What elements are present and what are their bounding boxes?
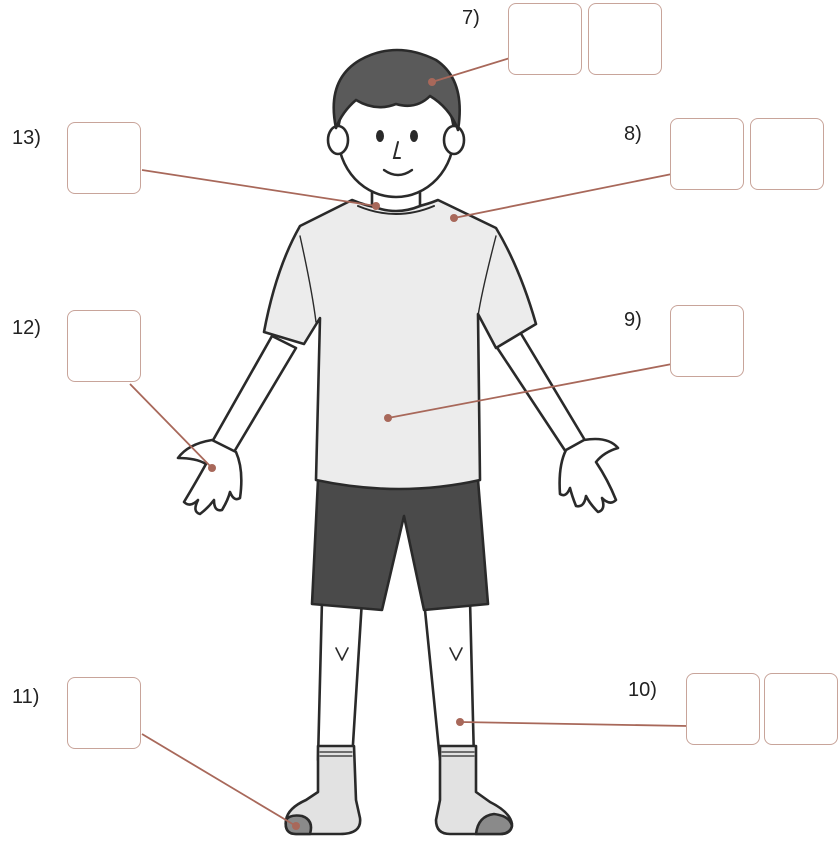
right-arm — [496, 332, 586, 452]
leader-line-8 — [454, 174, 672, 218]
answer-box-13[interactable] — [67, 122, 141, 194]
answer-box-10b[interactable] — [764, 673, 838, 745]
answer-box-7a[interactable] — [508, 3, 582, 75]
t-shirt — [264, 200, 536, 489]
answer-box-8b[interactable] — [750, 118, 824, 190]
item-number-10: 10) — [628, 680, 657, 700]
answer-box-11[interactable] — [67, 677, 141, 749]
item-number-8: 8) — [624, 124, 642, 144]
item-number-12: 12) — [12, 318, 41, 338]
right-ear — [444, 126, 464, 154]
item-number-7: 7) — [462, 8, 480, 28]
left-hand — [178, 440, 241, 514]
leader-line-12 — [130, 384, 212, 468]
item-number-11: 11) — [12, 687, 39, 707]
left-eye — [376, 130, 384, 142]
marker-dot-7 — [428, 78, 436, 86]
marker-dot-11 — [292, 822, 300, 830]
answer-box-7b[interactable] — [588, 3, 662, 75]
shorts — [312, 480, 488, 610]
right-leg — [424, 600, 474, 760]
marker-dot-9 — [384, 414, 392, 422]
answer-box-8a[interactable] — [670, 118, 744, 190]
right-eye — [410, 130, 418, 142]
left-ear — [328, 126, 348, 154]
leader-line-10 — [460, 722, 688, 726]
leader-line-11 — [142, 734, 296, 826]
answer-box-9[interactable] — [670, 305, 744, 377]
left-arm — [212, 336, 296, 452]
answer-box-10a[interactable] — [686, 673, 760, 745]
item-number-13: 13) — [12, 128, 41, 148]
answer-box-12[interactable] — [67, 310, 141, 382]
marker-dot-10 — [456, 718, 464, 726]
left-leg — [318, 600, 362, 760]
marker-dot-8 — [450, 214, 458, 222]
item-number-9: 9) — [624, 310, 642, 330]
leader-line-13 — [142, 170, 376, 206]
right-hand — [560, 439, 618, 512]
marker-dot-13 — [372, 202, 380, 210]
marker-dot-12 — [208, 464, 216, 472]
